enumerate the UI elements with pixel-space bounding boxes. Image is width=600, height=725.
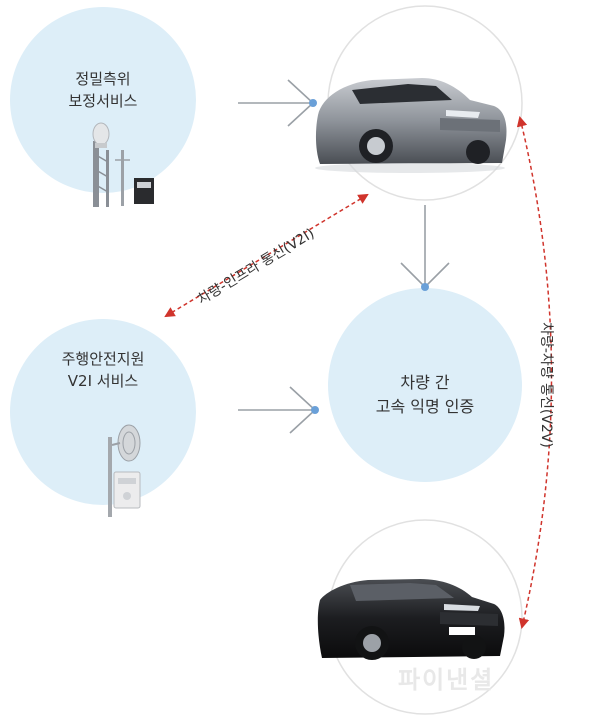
connector-dot [421, 283, 429, 291]
v2v-dashed-arrow [516, 115, 553, 630]
node-precise-positioning-label: 정밀측위 보정서비스 [33, 68, 173, 112]
node-safe-driving-label: 주행안전지원 V2I 서비스 [33, 348, 173, 392]
connector-dot [309, 99, 317, 107]
node-anon-auth-label: 차량 간 고속 익명 인증 [345, 371, 505, 419]
arrow-positioning-to-car [238, 79, 315, 127]
watermark-text: 파이낸셜 [398, 666, 495, 694]
anon-auth-line2: 고속 익명 인증 [375, 397, 475, 416]
precise-positioning-line1: 정밀측위 [75, 70, 131, 88]
black-car-image [317, 579, 505, 660]
safe-driving-line2: V2I 서비스 [67, 372, 139, 390]
precise-positioning-line2: 보정서비스 [68, 92, 138, 110]
node-safe-driving-circle [10, 319, 196, 505]
v2v-link-label: 차량-차량 통신(V2V) [537, 322, 554, 448]
connector-dot [311, 406, 319, 414]
arrow-safedriving-to-auth [238, 386, 317, 434]
node-anon-auth-circle [328, 288, 522, 482]
silver-car-image [315, 78, 507, 173]
gps-antenna-icon [92, 122, 154, 207]
anon-auth-line1: 차량 간 [400, 373, 450, 392]
node-precise-positioning-circle [10, 7, 196, 193]
arrow-car-to-auth [400, 205, 450, 289]
safe-driving-line1: 주행안전지원 [61, 350, 145, 368]
roadside-unit-icon [108, 424, 141, 517]
